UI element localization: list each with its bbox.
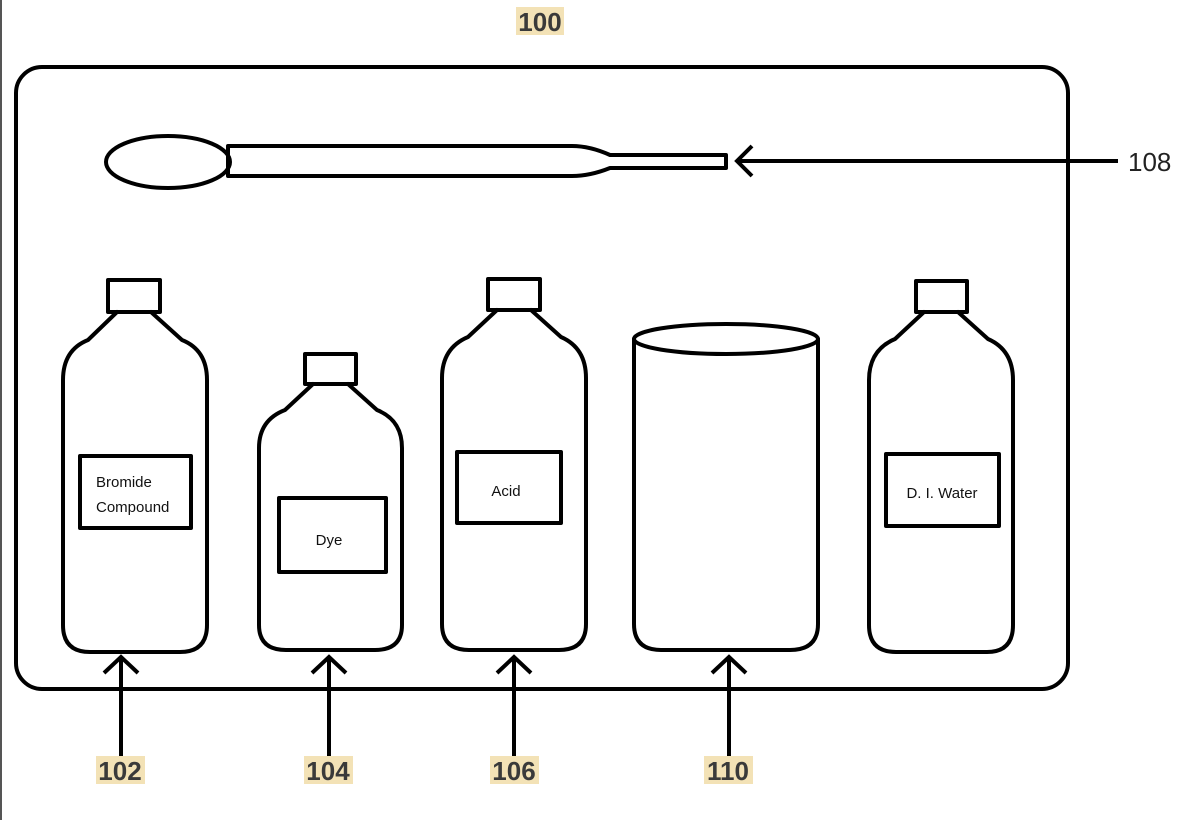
bottle-label-box xyxy=(78,454,193,530)
arrow-104 xyxy=(310,654,348,757)
bottle-label-line-1: Bromide xyxy=(96,474,152,491)
dropper-tube xyxy=(226,144,728,178)
bottle-label-line-2: Compound xyxy=(96,499,169,516)
ref-label-102-text: 102 xyxy=(98,756,141,786)
ref-label-104-text: 104 xyxy=(306,756,350,786)
bottle-acid: Acid xyxy=(440,277,588,652)
arrow-102 xyxy=(102,654,140,757)
ref-label-108-text: 108 xyxy=(1128,147,1171,177)
arrow-110 xyxy=(710,654,748,757)
dropper xyxy=(104,134,728,190)
bottle-di-water: D. I. Water xyxy=(867,279,1015,654)
ref-label-104: 104 xyxy=(304,756,353,786)
beaker-rim xyxy=(632,322,820,356)
bottle-label-box xyxy=(277,496,388,574)
ref-label-100-text: 100 xyxy=(518,7,561,37)
bottle-label-line-1: Dye xyxy=(316,532,343,549)
bottle-label-line-1: Acid xyxy=(491,483,520,500)
bottle-label-box xyxy=(455,450,563,525)
bottle-cap xyxy=(106,278,162,314)
bottle-body xyxy=(440,308,588,652)
ref-label-110: 110 xyxy=(704,756,753,786)
ref-label-100: 100 xyxy=(516,7,564,37)
bottle-dye: Dye xyxy=(257,352,404,652)
bottle-bromide-compound: Bromide Compound xyxy=(61,278,209,654)
dropper-bulb xyxy=(104,134,232,190)
ref-label-102: 102 xyxy=(96,756,145,786)
bottle-label-line-1: D. I. Water xyxy=(906,485,977,502)
bottle-body xyxy=(867,310,1015,654)
ref-label-110-text: 110 xyxy=(707,756,749,786)
bottle-body xyxy=(61,310,209,654)
bottle-cap xyxy=(486,277,542,312)
arrow-106 xyxy=(495,654,533,757)
dropper-arrow xyxy=(734,144,1118,178)
kit-tray xyxy=(14,65,1070,691)
bottle-cap xyxy=(914,279,969,314)
bottle-label-box xyxy=(884,452,1001,528)
ref-label-106-text: 106 xyxy=(492,756,535,786)
ref-label-106: 106 xyxy=(490,756,539,786)
bottle-body xyxy=(257,382,404,652)
beaker xyxy=(632,322,820,652)
bottle-cap xyxy=(303,352,358,386)
beaker-body xyxy=(632,337,820,652)
